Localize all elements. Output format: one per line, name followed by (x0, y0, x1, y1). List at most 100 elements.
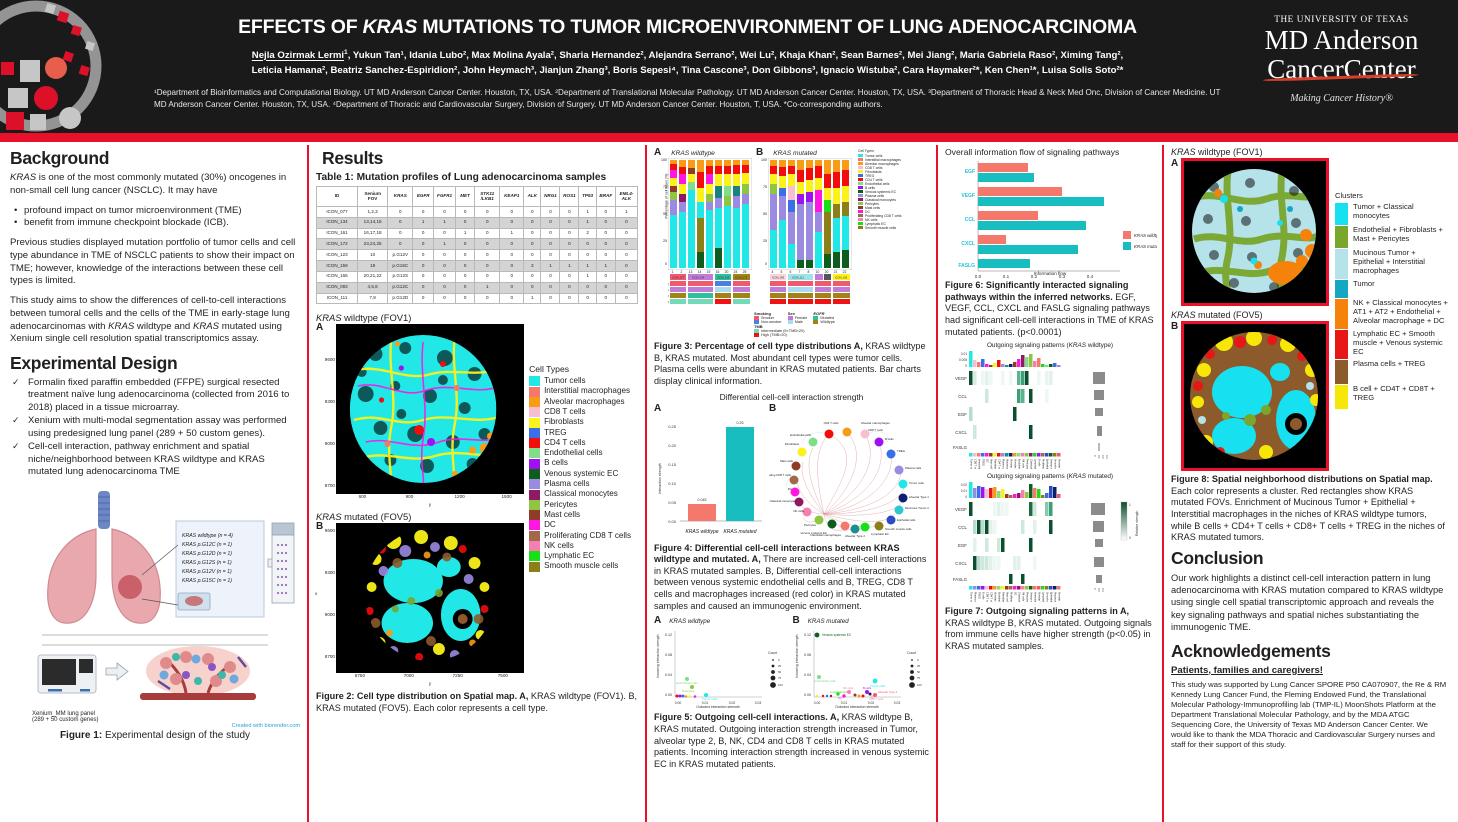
svg-text:Epithelial cells: Epithelial cells (1046, 459, 1049, 469)
cluster-swatch (1335, 280, 1348, 298)
figure4-barchart[interactable]: 0.25 0.20 0.15 0.10 0.05 0.00 Interactio… (654, 414, 766, 538)
point-label: Lymphatic EC (830, 690, 847, 694)
figure6-barchart[interactable]: EGF VEGF CCL CXCL FASLG (945, 157, 1164, 279)
svg-text:B cells: B cells (1038, 459, 1041, 467)
cell: 0 (432, 249, 457, 262)
svg-text:50: 50 (778, 670, 782, 674)
spatial-map-wildtype-svg (336, 324, 525, 495)
panel-letter-b: B (316, 521, 324, 533)
legend-swatch (529, 407, 541, 418)
th-braf: BRAF (595, 186, 616, 207)
cell: 0 (412, 292, 434, 305)
cell: p.G15C (387, 260, 414, 272)
scale-tick: 0.4 (1101, 588, 1105, 592)
legend-item: Tumor cells (529, 376, 638, 387)
ytick: 0.12 (804, 633, 811, 637)
svg-text:Smooth muscle cells: Smooth muscle cells (1046, 592, 1049, 602)
xtick: 1500 (501, 494, 512, 500)
cell: 0 (595, 216, 616, 229)
legend-label: Classical monocytes (544, 489, 618, 499)
cell: 0 (595, 292, 616, 305)
node-label: Lymphatic EC (871, 532, 889, 536)
affiliations: ¹Department of Bioinformatics and Comput… (154, 88, 1221, 110)
background-p3-b: wildtype and (134, 320, 193, 332)
svg-text:100: 100 (778, 683, 783, 687)
figure3-legend: Cell Types Tumor cells Interstitial macr… (858, 147, 929, 310)
niche-map-mutated[interactable] (1181, 321, 1329, 471)
svg-text:TREG: TREG (978, 592, 981, 599)
figure7-b-heatmap[interactable]: 0.020.010 (945, 480, 1157, 620)
svg-text:Smooth muscle cells: Smooth muscle cells (1054, 459, 1057, 469)
cell: 1 (523, 292, 542, 305)
node-label: Epithelial cells (897, 518, 916, 522)
xtick: 0.0 (975, 274, 982, 279)
cell: 1 (559, 260, 580, 272)
xtick: 2 (680, 270, 683, 274)
cell: 0 (499, 206, 525, 218)
figure3-panelB: B KRAS mutated 100 75 50 25 0 (756, 147, 856, 310)
point-label: Tumor cells (702, 697, 718, 701)
ytick: 0.005 (959, 358, 967, 362)
xtick: 0.2 (1031, 274, 1038, 279)
bar-category-label: KRAS mutated (723, 529, 756, 535)
xtick: 20 (724, 270, 729, 274)
niche-map-wildtype-svg (1184, 161, 1326, 303)
cluster-swatch (1335, 385, 1348, 409)
fig3-celltype-legend: Cell Types Tumor cells Interstitial macr… (858, 149, 902, 230)
node-label: Alveolar Type 2 (845, 534, 865, 538)
cell: 1 (474, 281, 501, 294)
ytick: 0 (665, 262, 667, 266)
ytick: 8700 (324, 654, 335, 660)
spatial-map-wildtype[interactable] (336, 324, 525, 495)
figure5-b-scatter[interactable]: 0.120.08 0.040.00 Incoming interaction s… (793, 626, 929, 709)
legend-label: Female (794, 316, 808, 320)
legend-swatch (529, 541, 541, 552)
panel-letter-b: B (1171, 321, 1179, 332)
svg-text:TREG: TREG (982, 459, 985, 466)
figure3-b-title: KRAS mutated (773, 150, 817, 157)
legend-swatch (529, 438, 541, 449)
node-label: TREG (897, 449, 906, 453)
svg-text:CD8 T cells: CD8 T cells (986, 592, 989, 602)
ytick: 0.10 (668, 481, 677, 486)
figure5-a-scatter[interactable]: 0.120.08 0.040.00 Incoming interaction s… (654, 626, 790, 709)
legend-label: Mutated (820, 316, 835, 320)
legend-label: Intermediate (5<TMB<20) (761, 329, 805, 333)
cell: 13,14,15 (357, 216, 389, 229)
cell: 19 (357, 260, 389, 272)
row-label: CXCL (955, 430, 967, 435)
spatial-map-mutated[interactable] (336, 523, 525, 674)
figure3-a-stackedbars[interactable] (668, 158, 752, 270)
svg-text:Venous systemic EC: Venous systemic EC (1050, 459, 1053, 469)
logo-cancercenter: CancerCenter (1263, 56, 1420, 83)
legend-label: Tumor cells (544, 376, 586, 386)
cell: 0 (523, 206, 542, 218)
background-p1: KRAS is one of the most commonly mutated… (10, 172, 300, 198)
row-label: EGF (958, 412, 967, 417)
legend-label: Plasma cells (544, 479, 590, 489)
cell: 0 (595, 281, 616, 294)
figure5-a-title: KRAS wildtype (669, 618, 711, 626)
cell: 0 (455, 216, 476, 229)
figure5-b-size-legend: Count 0 25 50 75 100 (907, 651, 922, 689)
figure3-a-xticks: 1 2 13 14 15 16 20 24 25 (668, 270, 754, 274)
x-axis-label: y (428, 502, 432, 508)
x-axis-label: y (428, 681, 432, 687)
kras-italic: KRAS (1171, 310, 1196, 320)
svg-text:Mucinous Tumor cells: Mucinous Tumor cells (1054, 592, 1057, 602)
figure3-b-stackedbars[interactable] (768, 158, 852, 270)
legend-title: Cell Types (529, 364, 570, 375)
ytick: 0 (965, 495, 967, 499)
figure4-chord-diagram[interactable]: CD4 T cells Alveolar macrophages CD8 T c… (760, 414, 934, 538)
cell: 0 (432, 260, 457, 272)
niche-map-wildtype[interactable] (1181, 158, 1329, 306)
cluster-item: B cell + CD4T + CD8T + TREG (1335, 384, 1448, 409)
xtick: 22 (842, 270, 847, 274)
legend-item: TREG (529, 428, 638, 438)
legend-item: Smooth muscle cells (529, 561, 638, 572)
list-item: Formalin fixed paraffin embedded (FFPE) … (10, 377, 300, 414)
legend-label: Fibroblasts (544, 417, 584, 427)
